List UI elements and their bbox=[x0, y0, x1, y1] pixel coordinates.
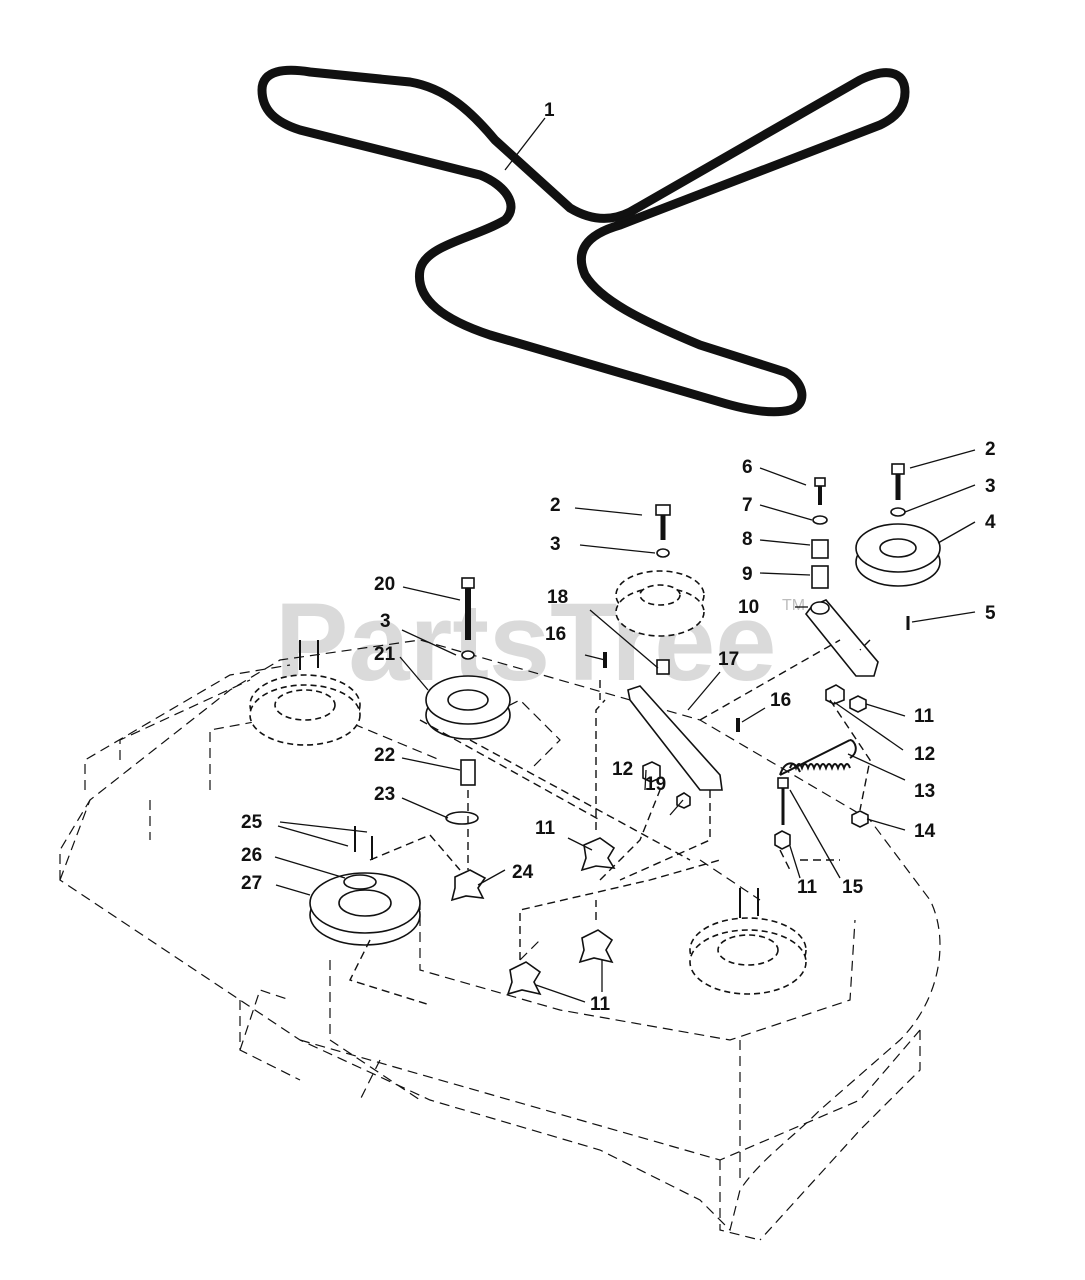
callout-10: 10 bbox=[738, 597, 759, 618]
deck-pulley-assembly bbox=[309, 826, 421, 946]
star-nuts bbox=[506, 837, 616, 996]
callout-3: 3 bbox=[985, 476, 996, 497]
callout-11: 11 bbox=[914, 706, 935, 727]
callout-16: 16 bbox=[545, 624, 566, 645]
callout-16: 16 bbox=[770, 690, 791, 711]
callout-19: 19 bbox=[645, 774, 666, 795]
callout-5: 5 bbox=[985, 603, 996, 624]
callout-2: 2 bbox=[550, 495, 561, 516]
callout-13: 13 bbox=[914, 781, 935, 802]
belt-routing-lines bbox=[349, 639, 871, 1006]
callout-17: 17 bbox=[718, 649, 739, 670]
idler-bracket-assembly-center bbox=[603, 504, 740, 809]
callouts: 1 2 2 3 3 3 4 5 6 7 8 9 10 11 11 11 11 1… bbox=[241, 100, 996, 1015]
callout-11: 11 bbox=[590, 994, 611, 1015]
callout-3: 3 bbox=[380, 611, 391, 632]
callout-21: 21 bbox=[374, 644, 396, 665]
callout-23: 23 bbox=[374, 784, 395, 805]
leader-lines bbox=[274, 117, 976, 1003]
callout-11: 11 bbox=[797, 877, 818, 898]
callout-20: 20 bbox=[374, 574, 395, 595]
callout-1: 1 bbox=[544, 100, 555, 121]
callout-27: 27 bbox=[241, 873, 262, 894]
callout-25: 25 bbox=[241, 812, 263, 833]
callout-12: 12 bbox=[612, 759, 633, 780]
callout-3: 3 bbox=[550, 534, 561, 555]
callout-22: 22 bbox=[374, 745, 395, 766]
callout-6: 6 bbox=[742, 457, 753, 478]
watermark-trademark: TM bbox=[782, 597, 805, 614]
callout-26: 26 bbox=[241, 845, 262, 866]
callout-14: 14 bbox=[914, 821, 936, 842]
callout-9: 9 bbox=[742, 564, 753, 585]
callout-18: 18 bbox=[547, 587, 568, 608]
callout-2: 2 bbox=[985, 439, 996, 460]
idler-pulley-assembly-left bbox=[425, 577, 511, 902]
center-spindle-pulley bbox=[615, 570, 705, 637]
callout-7: 7 bbox=[742, 495, 753, 516]
callout-8: 8 bbox=[742, 529, 753, 550]
callout-24: 24 bbox=[512, 862, 534, 883]
drive-belt bbox=[257, 65, 910, 417]
mower-deck bbox=[59, 639, 941, 1241]
right-spindle-pulley bbox=[689, 888, 807, 995]
idler-arm-assembly-right bbox=[774, 463, 941, 850]
left-spindle-pulley bbox=[249, 640, 361, 746]
callout-12: 12 bbox=[914, 744, 935, 765]
callout-4: 4 bbox=[985, 512, 996, 533]
callout-11: 11 bbox=[535, 818, 556, 839]
callout-15: 15 bbox=[842, 877, 864, 898]
